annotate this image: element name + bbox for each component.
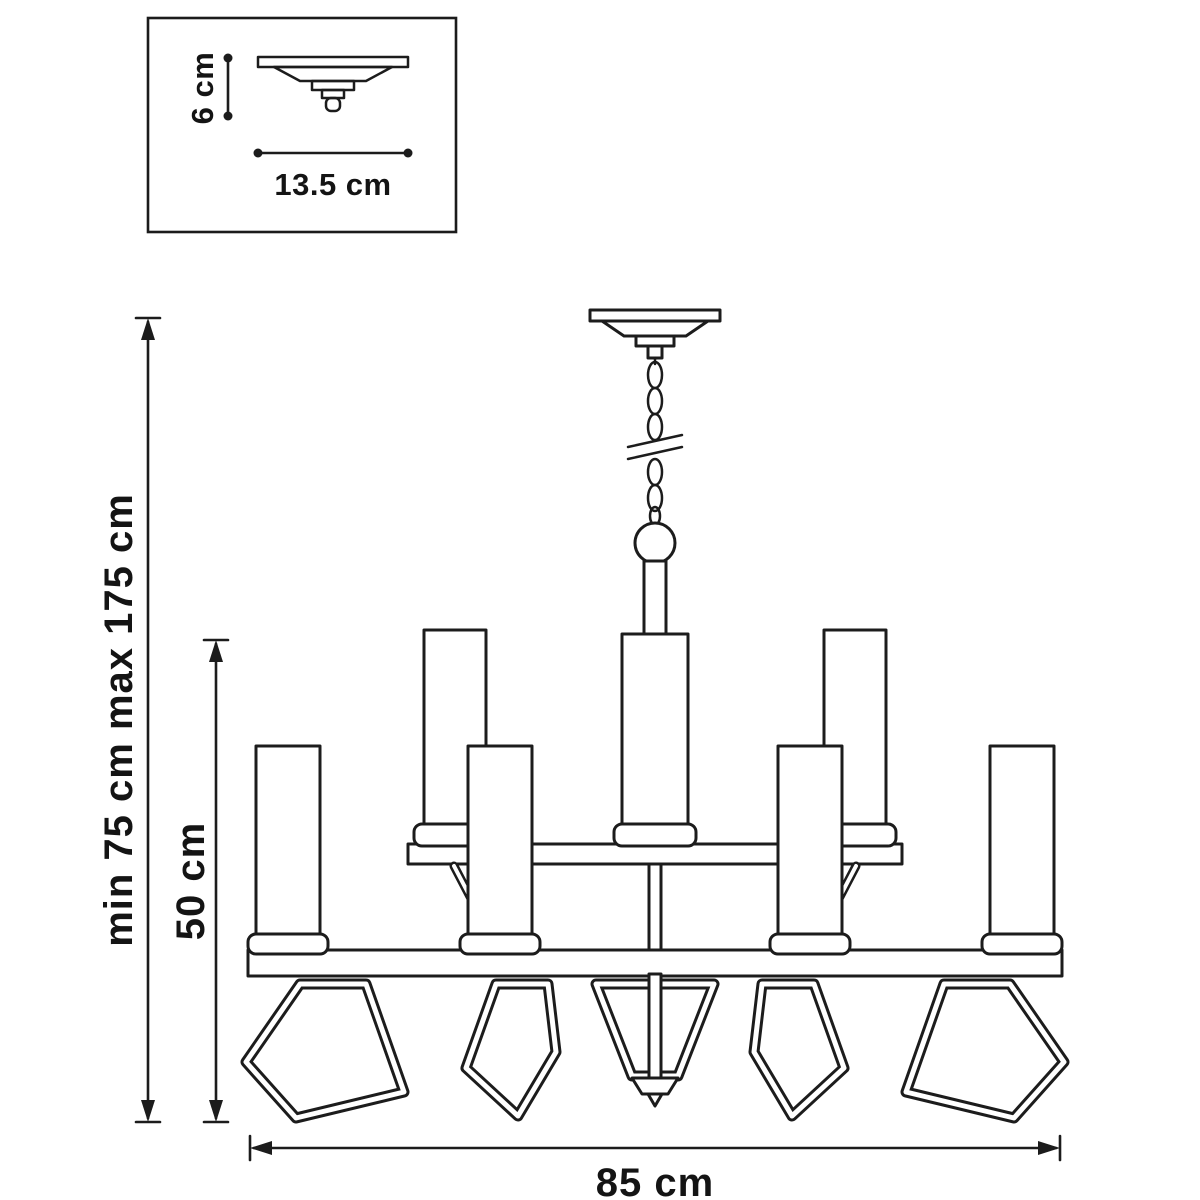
dim-endpoint-dot: [253, 148, 263, 158]
finial-tip: [646, 1092, 664, 1108]
candle-cap: [980, 932, 1064, 956]
dim-endpoint-dot: [223, 53, 233, 63]
candle-cap: [768, 932, 852, 956]
frame-center-right: [748, 978, 850, 1122]
frame-center-left: [460, 978, 562, 1122]
inset-width-label: 13.5 cm: [274, 167, 391, 202]
canopy-dome: [600, 319, 710, 338]
arrowhead-down: [209, 1100, 223, 1122]
inset-width-dimension: 13.5 cm: [253, 148, 413, 202]
candle-cap: [612, 822, 698, 848]
mount-socket: [324, 96, 342, 113]
dim-endpoint-dot: [403, 148, 413, 158]
fixture-width-dimension: 85 cm: [248, 1134, 1062, 1200]
candle: [776, 744, 844, 938]
overall-height-label: min 75 cm max 175 cm: [97, 493, 141, 947]
suspension-ball: [633, 521, 677, 565]
candle: [988, 744, 1056, 938]
chain-break-mark: [626, 433, 684, 449]
dim-endpoint-dot: [223, 111, 233, 121]
inset-height-label: 6 cm: [185, 52, 220, 125]
overall-height-dimension: min 75 cm max 175 cm: [97, 316, 162, 1124]
arrowhead-up: [141, 318, 155, 340]
ceiling-mount-drawing: [256, 55, 410, 113]
fixture-height-label: 50 cm: [169, 822, 213, 940]
canopy-neck: [646, 344, 664, 360]
center-stem: [642, 559, 668, 637]
arrowhead-left: [250, 1141, 272, 1155]
mount-dome: [272, 65, 394, 83]
chandelier-drawing: [240, 308, 1070, 1124]
bottom-rod: [647, 972, 663, 1080]
arrowhead-up: [209, 640, 223, 662]
inset-border: [146, 16, 458, 234]
bottom-frames: [240, 978, 1070, 1124]
arrowhead-right: [1038, 1141, 1060, 1155]
fixture-width-label: 85 cm: [596, 1161, 714, 1200]
candle-cap: [246, 932, 330, 956]
canopy-plate: [588, 308, 722, 323]
candle: [254, 744, 322, 938]
inset-height-dimension: 6 cm: [185, 52, 233, 125]
lower-tier-bar: [246, 948, 1064, 978]
candle-cap: [458, 932, 542, 956]
candle: [620, 632, 690, 826]
arrowhead-down: [141, 1100, 155, 1122]
chain-break-mark: [626, 445, 684, 461]
lower-tier-candles: [254, 744, 1056, 938]
fixture-height-dimension: 50 cm: [169, 638, 230, 1124]
candle: [466, 744, 534, 938]
inset-box: 6 cm 13.5 cm: [146, 16, 458, 234]
canopy: [588, 308, 722, 360]
finial: [630, 1076, 680, 1096]
chain: [626, 356, 684, 527]
